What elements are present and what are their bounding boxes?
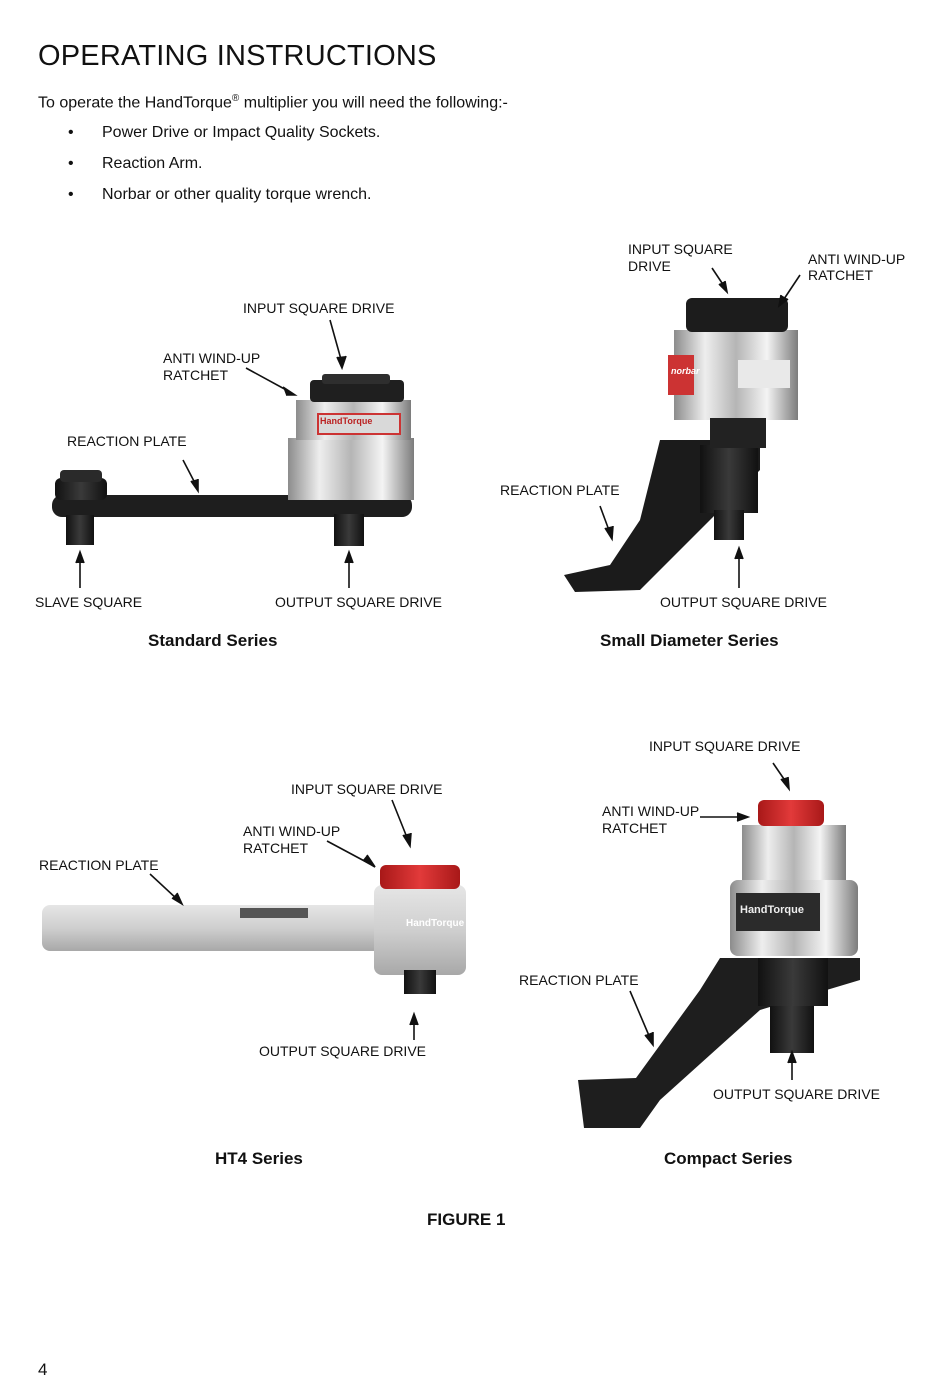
- compact-reaction-label: REACTION PLATE: [519, 972, 639, 988]
- bullet-item: • Norbar or other quality torque wrench.: [68, 186, 371, 204]
- standard-output-label: OUTPUT SQUARE DRIVE: [275, 594, 442, 610]
- standard-anti-label-1: ANTI WIND-UP: [163, 350, 261, 366]
- standard-anti-label-2: RATCHET: [163, 367, 229, 383]
- compact-series-caption: Compact Series: [664, 1149, 793, 1168]
- pointer-arrows: [75, 267, 801, 1080]
- bullet-dot-icon: •: [68, 186, 74, 203]
- figure-caption: FIGURE 1: [427, 1210, 506, 1229]
- ht4-series-caption: HT4 Series: [215, 1149, 303, 1168]
- compact-input-label: INPUT SQUARE DRIVE: [649, 738, 801, 754]
- registered-mark: ®: [231, 93, 240, 104]
- standard-series-caption: Standard Series: [148, 631, 278, 650]
- small-anti-label-2: RATCHET: [808, 267, 874, 283]
- bullet-dot-icon: •: [68, 155, 74, 172]
- small-input-label-2: DRIVE: [628, 258, 671, 274]
- page-title: OPERATING INSTRUCTIONS: [38, 40, 437, 72]
- ht4-input-label: INPUT SQUARE DRIVE: [291, 781, 443, 797]
- standard-series-image: [52, 374, 414, 546]
- ht4-reaction-label: REACTION PLATE: [39, 857, 159, 873]
- intro-after: multiplier you will need the following:-: [239, 94, 508, 112]
- ht4-anti-label-1: ANTI WIND-UP: [243, 823, 341, 839]
- compact-brand-label: HandTorque: [740, 904, 804, 916]
- bullet-text: Norbar or other quality torque wrench.: [102, 186, 372, 203]
- intro-before: To operate the HandTorque: [38, 94, 232, 112]
- page-number: 4: [38, 1360, 48, 1379]
- bullet-item: • Reaction Arm.: [68, 155, 202, 173]
- compact-anti-label-1: ANTI WIND-UP: [602, 803, 700, 819]
- small-output-label: OUTPUT SQUARE DRIVE: [660, 594, 827, 610]
- compact-anti-label-2: RATCHET: [602, 820, 668, 836]
- small-diameter-caption: Small Diameter Series: [600, 631, 779, 650]
- bullet-text: Power Drive or Impact Quality Sockets.: [102, 124, 381, 141]
- ht4-series-image: [42, 865, 466, 994]
- small-input-label-1: INPUT SQUARE: [628, 241, 733, 257]
- small-anti-label-1: ANTI WIND-UP: [808, 251, 906, 267]
- bullet-dot-icon: •: [68, 124, 74, 141]
- bullet-text: Reaction Arm.: [102, 155, 203, 172]
- ht4-brand-label: HandTorque: [406, 918, 465, 929]
- small-diameter-series-image: [564, 298, 798, 592]
- small-reaction-label: REACTION PLATE: [500, 482, 620, 498]
- compact-output-label: OUTPUT SQUARE DRIVE: [713, 1086, 880, 1102]
- intro-text: To operate the HandTorque® multiplier yo…: [38, 93, 508, 112]
- compact-series-image: [578, 800, 860, 1128]
- standard-brand-label: HandTorque: [320, 416, 373, 426]
- ht4-anti-label-2: RATCHET: [243, 840, 309, 856]
- small-brand-label: norbar: [671, 366, 700, 376]
- bullet-item: • Power Drive or Impact Quality Sockets.: [68, 124, 380, 142]
- standard-slave-label: SLAVE SQUARE: [35, 594, 143, 610]
- standard-reaction-label: REACTION PLATE: [67, 433, 187, 449]
- ht4-output-label: OUTPUT SQUARE DRIVE: [259, 1043, 426, 1059]
- standard-input-label: INPUT SQUARE DRIVE: [243, 300, 395, 316]
